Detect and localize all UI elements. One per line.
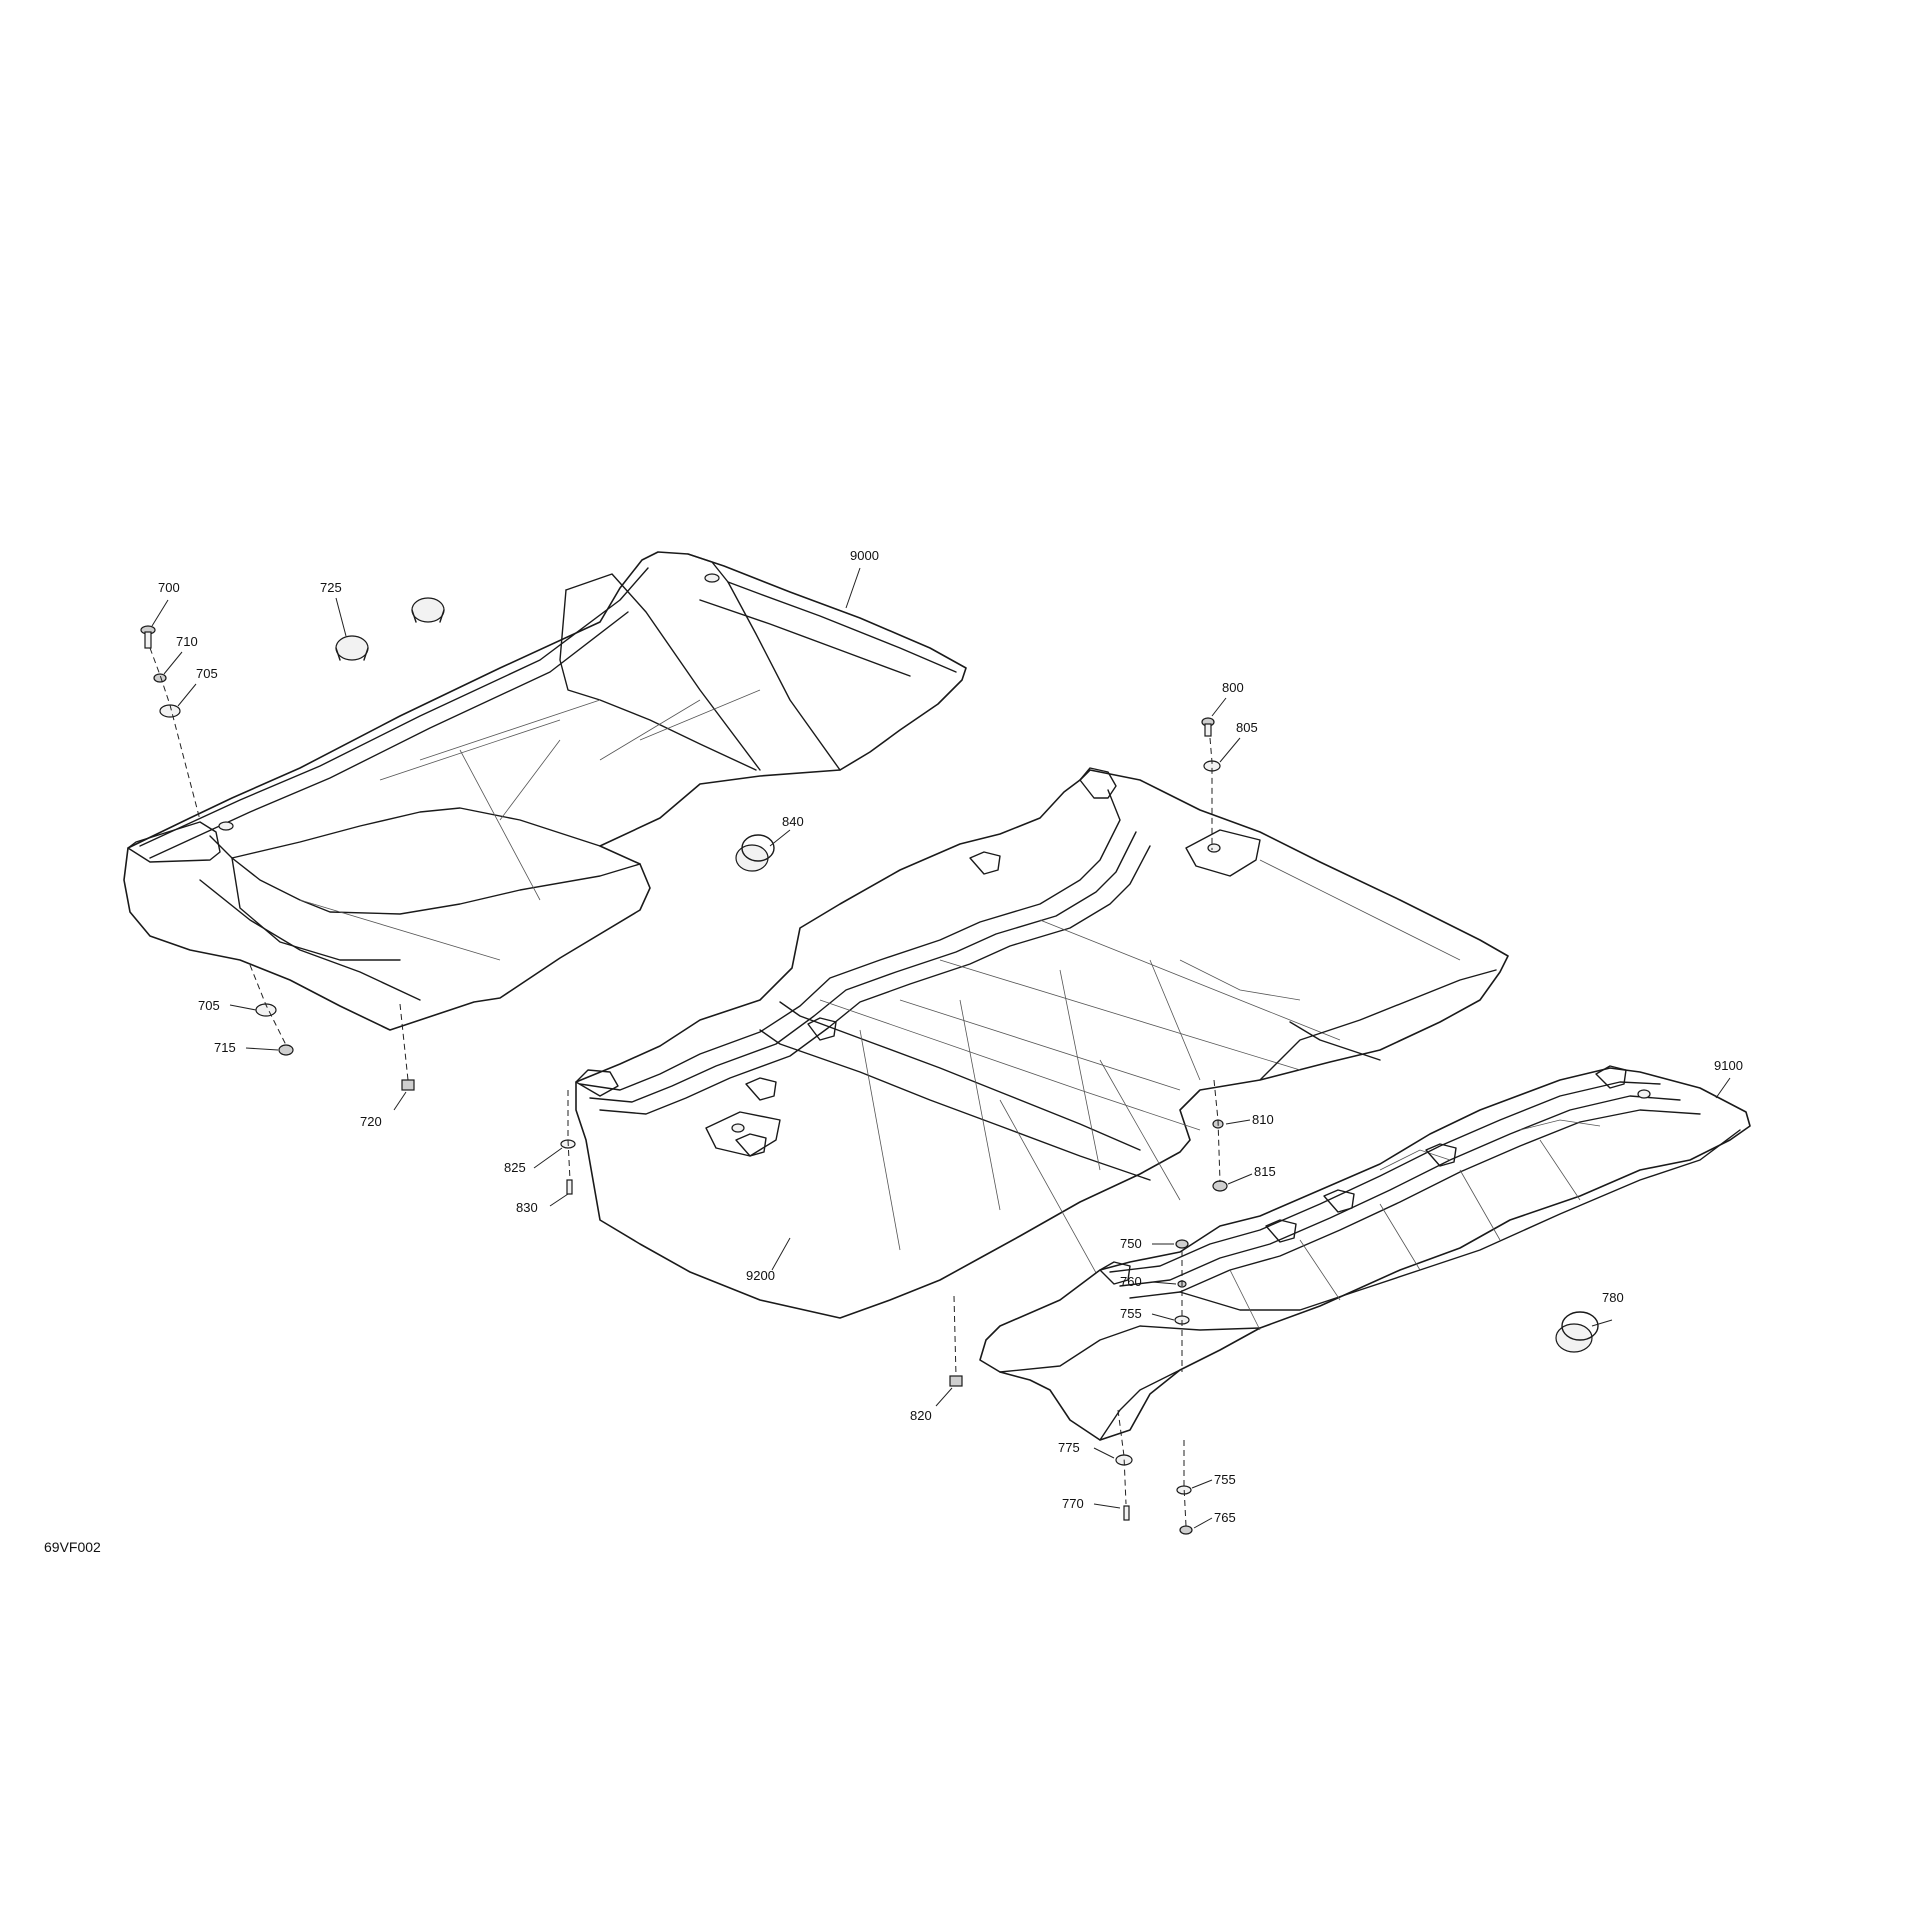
bolt-750 <box>1175 1239 1189 1249</box>
callout-780: 780 <box>1602 1290 1624 1305</box>
bushing-780 <box>1555 1311 1599 1353</box>
skid-plate-9000 <box>123 551 967 1031</box>
callout-9100: 9100 <box>1714 1058 1743 1073</box>
callout-820: 820 <box>910 1408 932 1423</box>
callout-765: 765 <box>1214 1510 1236 1525</box>
callout-710: 710 <box>176 634 198 649</box>
leader-lines <box>151 567 1731 1529</box>
nut-715 <box>278 1044 294 1056</box>
washer-710 <box>153 673 167 683</box>
bolt-770 <box>1123 1505 1130 1521</box>
bolt-830 <box>566 1179 573 1195</box>
callout-9200: 9200 <box>746 1268 775 1283</box>
nut-765 <box>1179 1525 1193 1535</box>
callout-705-top: 705 <box>196 666 218 681</box>
callout-720: 720 <box>360 1114 382 1129</box>
callout-700: 700 <box>158 580 180 595</box>
clamp-725 <box>335 597 445 661</box>
rear-skid-plate-9100 <box>979 1065 1751 1441</box>
callout-705-bottom: 705 <box>198 998 220 1013</box>
callout-825: 825 <box>504 1160 526 1175</box>
callout-770: 770 <box>1062 1496 1084 1511</box>
callout-750: 750 <box>1120 1236 1142 1251</box>
center-skid-plate-9200 <box>575 767 1509 1319</box>
callout-815: 815 <box>1254 1164 1276 1179</box>
callout-775: 775 <box>1058 1440 1080 1455</box>
figure-code: 69VF002 <box>44 1539 101 1555</box>
callout-810: 810 <box>1252 1112 1274 1127</box>
callout-760: 760 <box>1120 1274 1142 1289</box>
bushing-840 <box>735 834 775 872</box>
callout-755-top: 755 <box>1120 1306 1142 1321</box>
callout-805: 805 <box>1236 720 1258 735</box>
callout-labels: 700 710 705 725 705 715 720 9000 840 800… <box>44 548 1743 1555</box>
callout-9000: 9000 <box>850 548 879 563</box>
callout-840: 840 <box>782 814 804 829</box>
nut-815 <box>1212 1180 1228 1192</box>
callout-755-bottom: 755 <box>1214 1472 1236 1487</box>
bolt-700 <box>140 625 156 649</box>
clip-720 <box>401 1079 415 1091</box>
assembly-lines <box>149 647 1221 1527</box>
callout-725: 725 <box>320 580 342 595</box>
callout-830: 830 <box>516 1200 538 1215</box>
callout-800: 800 <box>1222 680 1244 695</box>
callout-715: 715 <box>214 1040 236 1055</box>
clip-820 <box>949 1375 963 1387</box>
